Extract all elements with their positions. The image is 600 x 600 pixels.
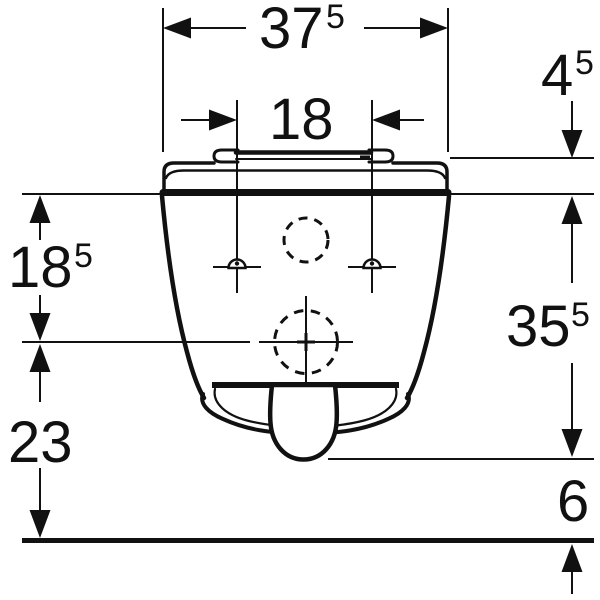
arrowhead-up xyxy=(29,344,51,372)
outlet-crosshair xyxy=(259,296,353,386)
dim-outlet-bottom-to-floor: 6 xyxy=(557,469,589,594)
dim-label-outlet-center-to-floor: 23 xyxy=(8,410,73,475)
arrowhead-right xyxy=(420,17,448,39)
arrowhead-down xyxy=(29,510,51,538)
arrowhead-left xyxy=(209,109,237,131)
lid-hinge-left xyxy=(212,148,240,164)
fixing-point-left xyxy=(213,258,261,270)
extension-lines xyxy=(22,8,594,460)
arrowhead-down xyxy=(561,130,583,158)
lid-left-edge xyxy=(162,161,216,191)
dim-label-outlet-bottom-to-floor: 6 xyxy=(557,469,589,534)
dim-label-rim-to-outlet-center-sup: 5 xyxy=(74,237,93,275)
dim-label-seat-lid-height-sup: 5 xyxy=(575,44,594,82)
dim-seat-lid-height: 4 5 xyxy=(541,43,594,158)
arrowhead-down xyxy=(561,429,583,457)
fixing-dot xyxy=(369,261,375,266)
dim-label-rim-to-outlet-center: 18 xyxy=(8,235,73,300)
lid-right-edge xyxy=(391,161,449,191)
fixing-point-right xyxy=(348,258,396,270)
dim-overall-width: 37 5 xyxy=(163,0,448,61)
dim-label-rim-to-outlet-bottom: 35 xyxy=(506,294,571,359)
arrowhead-up xyxy=(561,544,583,572)
body-left-edge xyxy=(159,193,207,401)
lid-hinge-right xyxy=(367,148,395,164)
arrowhead-down xyxy=(29,313,51,341)
dim-label-overall-width-sup: 5 xyxy=(326,0,345,36)
dim-rim-to-outlet-center: 18 5 xyxy=(8,195,93,341)
dim-outlet-center-to-floor: 23 xyxy=(8,344,73,538)
dim-label-seat-lid-height: 4 xyxy=(541,43,573,108)
dim-label-fixing-spacing: 18 xyxy=(269,87,334,152)
outlet-tongue xyxy=(267,382,340,462)
body-right-edge xyxy=(404,193,452,401)
outlet-hole-circle xyxy=(273,309,339,375)
supply-hole-circle xyxy=(282,216,330,264)
arrowhead-up xyxy=(561,196,583,224)
dim-rim-to-outlet-bottom: 35 5 xyxy=(506,196,590,457)
fixing-dot xyxy=(234,261,240,266)
dim-label-rim-to-outlet-bottom-sup: 5 xyxy=(571,296,590,334)
seat-line xyxy=(164,169,447,180)
dim-fixing-spacing: 18 xyxy=(181,87,424,152)
dim-label-overall-width: 37 xyxy=(259,0,324,61)
arrowhead-up xyxy=(29,195,51,223)
arrowhead-left xyxy=(163,17,191,39)
arrowhead-right xyxy=(372,109,400,131)
lid-hinge-detail xyxy=(360,155,370,160)
